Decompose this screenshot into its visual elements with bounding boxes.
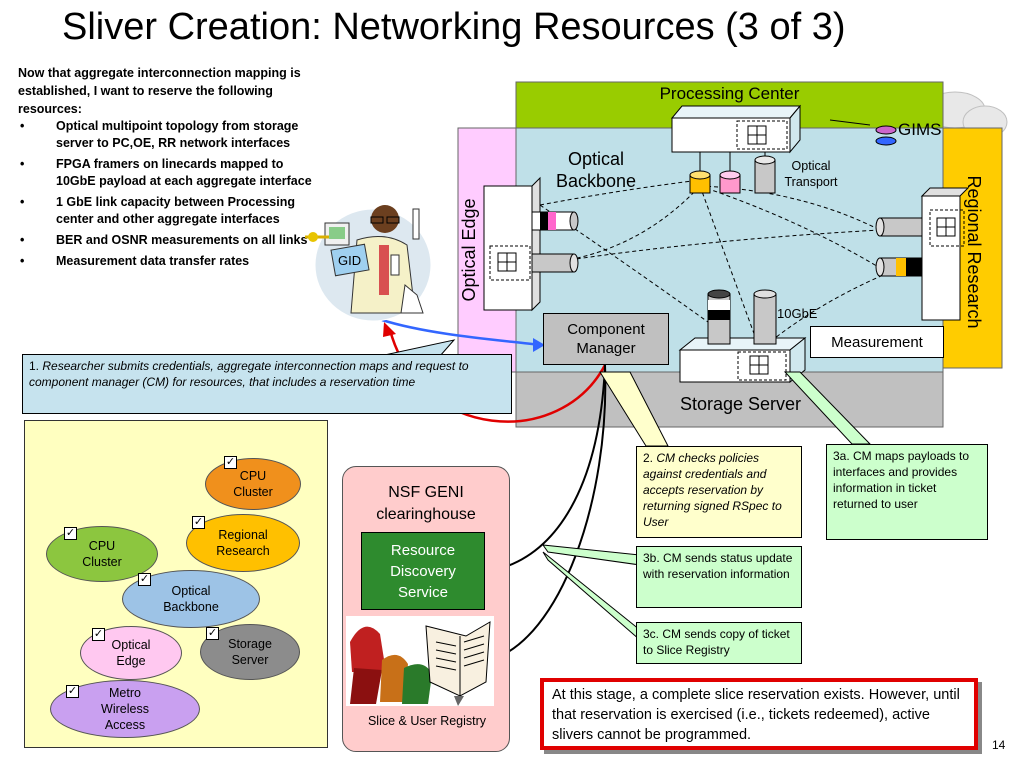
regional-cylinders <box>875 217 923 277</box>
resource-discovery-service: Resource Discovery Service <box>361 532 485 610</box>
optical-edge-switch <box>483 176 541 312</box>
optical-edge-label: Optical Edge <box>459 198 479 302</box>
checkbox-icon: ✓ <box>192 516 205 529</box>
checkbox-icon: ✓ <box>92 628 105 641</box>
step3c-callout: 3c. CM sends copy of ticket to Slice Reg… <box>636 622 802 664</box>
researcher-illustration <box>305 205 432 322</box>
storage-server-label: Storage Server <box>679 394 802 414</box>
bubble-cpu-cluster-2: CPU Cluster <box>46 526 158 582</box>
step2-number: 2. <box>643 451 654 465</box>
resource-list: Optical multipoint topology from storage… <box>18 118 318 270</box>
step1-callout: 1. Researcher submits credentials, aggre… <box>22 354 512 414</box>
processing-center-label: Processing Center <box>659 84 800 103</box>
bubble-label: CPU Cluster <box>82 539 122 569</box>
step3b-callout: 3b. CM sends status update with reservat… <box>636 546 802 608</box>
clearinghouse-title: NSF GENI clearinghouse <box>376 484 476 523</box>
step2-callout: 2. CM checks policies against credential… <box>636 446 802 538</box>
resource-item: BER and OSNR measurements on all links <box>18 232 318 249</box>
tengbe-label: 10GbE <box>777 306 818 321</box>
gims-label: GIMS <box>898 120 942 139</box>
checkbox-icon: ✓ <box>206 627 219 640</box>
registry-illustration <box>346 616 494 706</box>
gims-icon <box>875 125 897 146</box>
step3b-pointer <box>541 544 641 566</box>
bubble-cpu-cluster-1: CPU Cluster <box>205 458 301 510</box>
bubble-label: Storage Server <box>228 637 272 667</box>
optical-transport-label: Optical Transport <box>784 159 838 189</box>
bubble-label: Optical Backbone <box>163 584 219 614</box>
component-manager-box: Component Manager <box>543 313 669 365</box>
step1-text: Researcher submits credentials, aggregat… <box>29 359 469 389</box>
gid-label: GID <box>338 253 362 268</box>
bubble-storage-server: Storage Server <box>200 624 300 680</box>
measurement-box: Measurement <box>810 326 944 358</box>
resource-item: Optical multipoint topology from storage… <box>18 118 318 152</box>
bubble-label: Optical Edge <box>111 638 151 668</box>
optical-backbone-label: Optical Backbone <box>555 149 637 191</box>
resource-item: 1 GbE link capacity between Processing c… <box>18 194 318 228</box>
resource-item: Measurement data transfer rates <box>18 253 318 270</box>
step2-text: CM checks policies against credentials a… <box>643 451 782 529</box>
checkbox-icon: ✓ <box>138 573 151 586</box>
step3a-callout: 3a. CM maps payloads to interfaces and p… <box>826 444 988 540</box>
intro-text: Now that aggregate interconnection mappi… <box>18 64 318 274</box>
bubble-label: Metro Wireless Access <box>101 686 149 732</box>
request-arrow <box>381 318 541 347</box>
edge-cylinders <box>531 211 579 273</box>
checkbox-icon: ✓ <box>224 456 237 469</box>
bubble-label: Regional Research <box>216 528 270 558</box>
storage-cylinders <box>707 289 777 345</box>
processing-cylinders <box>689 152 776 194</box>
summary-note: At this stage, a complete slice reservat… <box>540 678 978 750</box>
step1-number: 1. <box>29 359 40 373</box>
bubble-label: CPU Cluster <box>233 469 273 499</box>
checkbox-icon: ✓ <box>64 527 77 540</box>
resource-item: FPGA framers on linecards mapped to 10Gb… <box>18 156 318 190</box>
processing-switch <box>670 104 802 154</box>
storage-switch <box>678 336 807 384</box>
checkbox-icon: ✓ <box>66 685 79 698</box>
page-number: 14 <box>992 738 1006 752</box>
regional-research-label: Regional Research <box>964 175 984 329</box>
page-title: Sliver Creation: Networking Resources (3… <box>62 6 846 48</box>
intro-lead: Now that aggregate interconnection mappi… <box>18 66 301 116</box>
bubble-regional-research: Regional Research <box>186 514 300 572</box>
registry-label: Slice & User Registry <box>367 714 487 728</box>
